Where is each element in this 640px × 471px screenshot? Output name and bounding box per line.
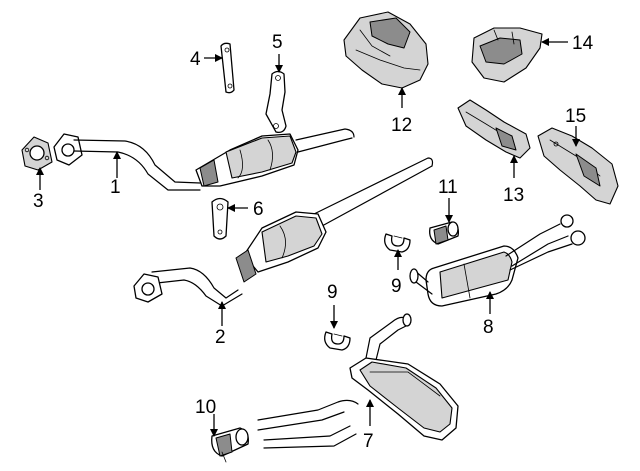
- callout-11: 11: [438, 177, 458, 223]
- callout-label-5: 5: [272, 32, 283, 53]
- callout-label-13: 13: [503, 185, 524, 206]
- callout-2: 2: [215, 301, 226, 348]
- callout-label-1: 1: [110, 177, 121, 198]
- callout-label-8: 8: [483, 317, 494, 338]
- callout-label-12: 12: [391, 115, 412, 136]
- callout-4: 4: [190, 49, 223, 70]
- callout-13: 13: [503, 155, 524, 206]
- callout-7: 7: [363, 399, 374, 452]
- callout-12: 12: [391, 87, 412, 136]
- callout-label-6: 6: [253, 199, 264, 220]
- part-1-front-pipe-converter: [53, 128, 355, 191]
- callout-label-2: 2: [215, 327, 226, 348]
- callout-9-upper: 9: [391, 249, 402, 297]
- part-12-heat-shield: [343, 11, 429, 89]
- callout-10: 10: [195, 397, 218, 437]
- part-13-heat-shield: [457, 99, 531, 159]
- callout-15: 15: [565, 106, 586, 147]
- callout-label-9-upper: 9: [391, 276, 402, 297]
- callout-14: 14: [541, 33, 594, 54]
- callout-1: 1: [110, 151, 121, 198]
- callout-3: 3: [33, 167, 44, 212]
- part-6-hanger: [211, 197, 229, 240]
- part-2-front-pipe-converter: [133, 157, 434, 307]
- part-9-clamp-upper: [384, 233, 411, 253]
- part-10-clamp: [211, 427, 249, 463]
- callout-label-10: 10: [195, 397, 216, 418]
- callout-5: 5: [272, 32, 283, 73]
- part-14-heat-shield: [471, 27, 543, 83]
- callout-label-15: 15: [565, 106, 586, 127]
- callout-9-lower: 9: [327, 282, 338, 329]
- part-11-clamp: [429, 221, 460, 245]
- part-3-flange-gasket: [21, 136, 53, 171]
- callout-label-11: 11: [438, 177, 458, 198]
- part-8-rear-muffler: [409, 214, 586, 307]
- part-4-hanger-strap: [220, 42, 235, 94]
- part-7-center-muffler: [257, 313, 459, 449]
- callout-6: 6: [227, 199, 264, 220]
- part-5-bracket: [265, 70, 287, 134]
- callout-label-7: 7: [363, 431, 374, 452]
- callout-label-9-lower: 9: [327, 282, 338, 303]
- part-15-heat-shield: [537, 127, 619, 205]
- part-9-clamp-lower: [324, 331, 351, 351]
- callout-label-3: 3: [33, 191, 44, 212]
- callout-label-14: 14: [572, 33, 594, 54]
- callout-label-4: 4: [190, 49, 201, 70]
- callout-8: 8: [483, 291, 494, 338]
